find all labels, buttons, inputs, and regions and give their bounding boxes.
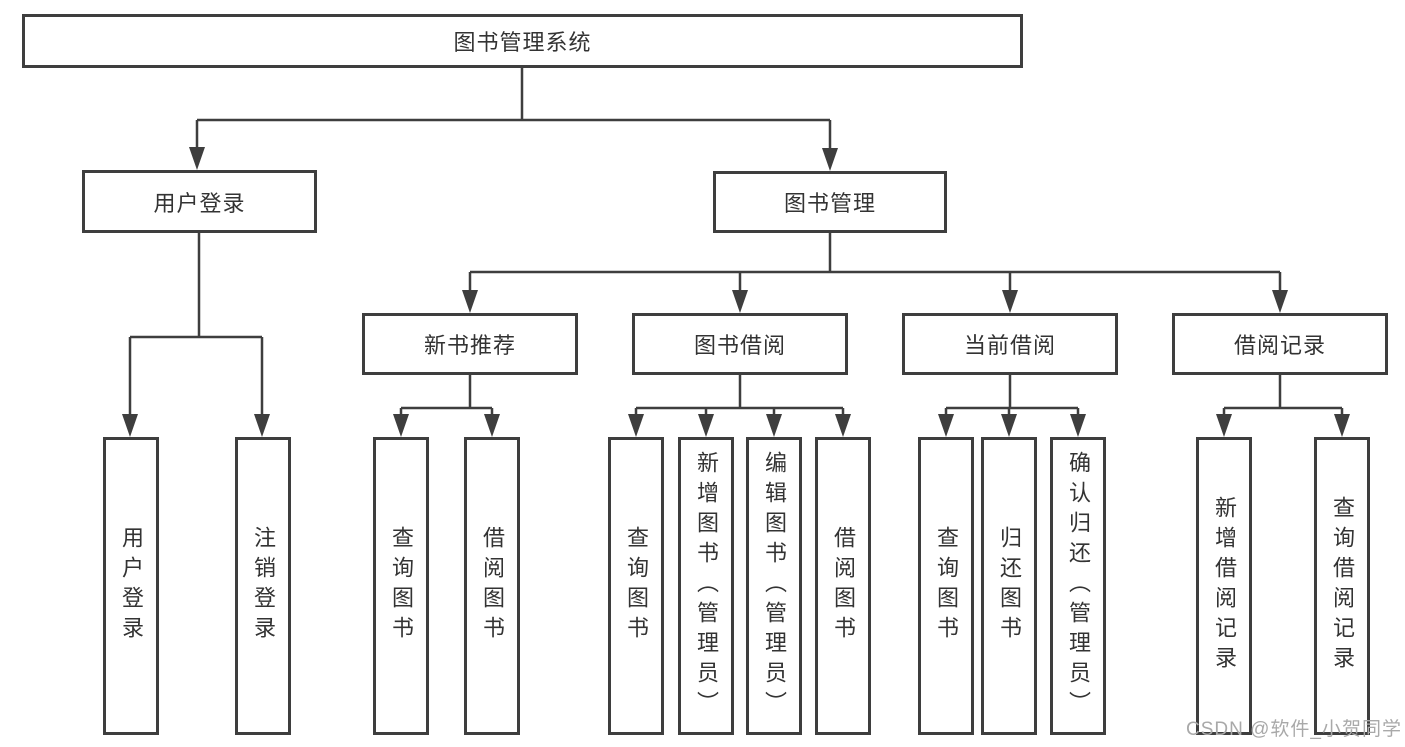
leaf-query-books-current: 查询图书	[918, 437, 974, 735]
leaf-user-login: 用户登录	[103, 437, 159, 735]
node-book-management: 图书管理	[713, 171, 947, 233]
leaf-add-book-admin: 新增图书（管理员）	[678, 437, 734, 735]
node-user-login: 用户登录	[82, 170, 317, 233]
watermark: CSDN @软件_小贺同学	[1186, 719, 1402, 740]
node-current-borrowing: 当前借阅	[902, 313, 1118, 375]
leaf-return-book: 归还图书	[981, 437, 1037, 735]
leaf-add-borrow-record: 新增借阅记录	[1196, 437, 1252, 735]
node-root: 图书管理系统	[22, 14, 1023, 68]
leaf-query-books-recommend: 查询图书	[373, 437, 429, 735]
leaf-query-books-borrowing: 查询图书	[608, 437, 664, 735]
leaf-borrow-books-recommend: 借阅图书	[464, 437, 520, 735]
node-borrow-records: 借阅记录	[1172, 313, 1388, 375]
leaf-borrow-books-borrowing: 借阅图书	[815, 437, 871, 735]
leaf-query-borrow-record: 查询借阅记录	[1314, 437, 1370, 735]
leaf-edit-book-admin: 编辑图书（管理员）	[746, 437, 802, 735]
leaf-confirm-return-admin: 确认归还（管理员）	[1050, 437, 1106, 735]
node-book-borrowing: 图书借阅	[632, 313, 848, 375]
node-new-book-recommend: 新书推荐	[362, 313, 578, 375]
leaf-logout: 注销登录	[235, 437, 291, 735]
